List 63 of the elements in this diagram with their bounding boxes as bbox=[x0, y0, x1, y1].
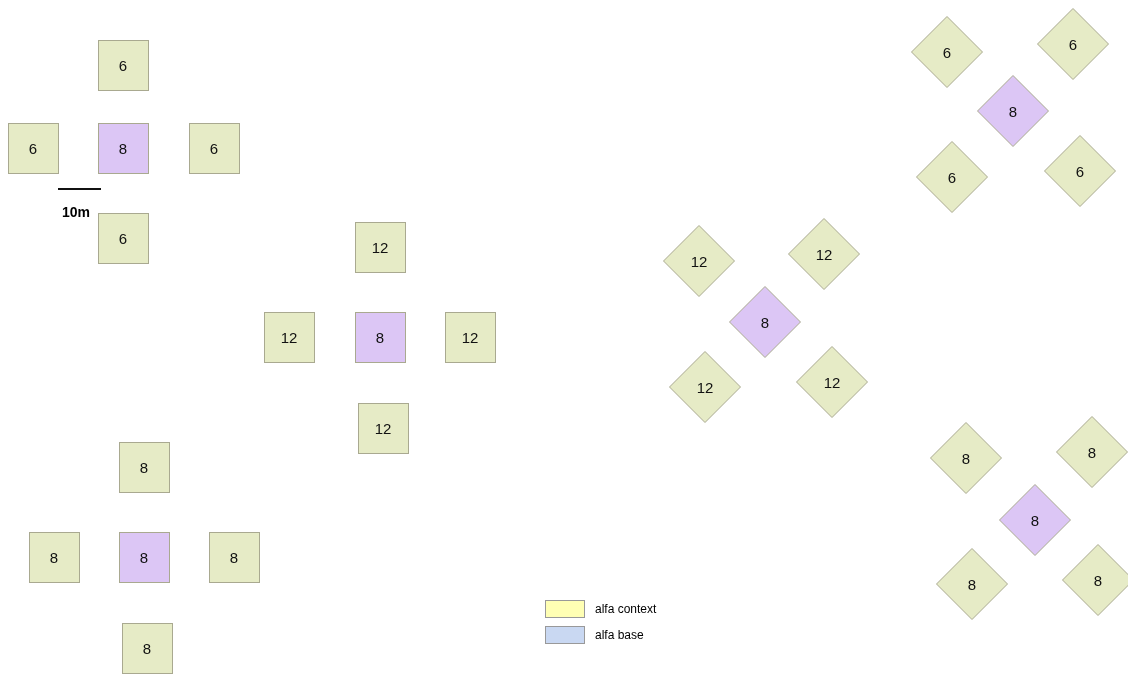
diamond-plot bbox=[911, 16, 983, 88]
plot-value: 8 bbox=[961, 449, 971, 467]
plot-value: 6 bbox=[118, 56, 128, 74]
diamond-plot bbox=[663, 225, 735, 297]
legend-label: alfa context bbox=[595, 602, 657, 616]
plot-value: 8 bbox=[967, 575, 977, 593]
plot-value: 12 bbox=[461, 328, 479, 346]
square-plot bbox=[97, 39, 149, 91]
plot-value: 6 bbox=[209, 139, 219, 157]
square-plot bbox=[121, 622, 173, 674]
plot-value: 8 bbox=[49, 548, 59, 566]
diamond-plot bbox=[788, 218, 860, 290]
square-plot bbox=[444, 311, 496, 363]
diamond-plot bbox=[977, 75, 1049, 147]
plot-value: 12 bbox=[690, 252, 708, 270]
plot-value: 12 bbox=[823, 373, 841, 391]
plot-value: 8 bbox=[118, 139, 128, 157]
plot-value: 8 bbox=[375, 328, 385, 346]
plot-value: 6 bbox=[28, 139, 38, 157]
diamond-plot bbox=[1037, 8, 1109, 80]
square-plot bbox=[357, 402, 409, 454]
plot-value: 8 bbox=[1030, 511, 1040, 529]
square-plot bbox=[28, 531, 80, 583]
plot-value: 12 bbox=[371, 238, 389, 256]
plot-value: 12 bbox=[374, 419, 392, 437]
diamond-plot bbox=[729, 286, 801, 358]
plot-value: 12 bbox=[696, 378, 714, 396]
diamond-plot bbox=[916, 141, 988, 213]
square-plot bbox=[7, 122, 59, 174]
square-plot bbox=[97, 122, 149, 174]
square-plot bbox=[354, 221, 406, 273]
square-plot bbox=[208, 531, 260, 583]
diamond-plot bbox=[999, 484, 1071, 556]
plot-value: 12 bbox=[815, 245, 833, 263]
plot-value: 8 bbox=[1087, 443, 1097, 461]
scale-label: 10m bbox=[62, 204, 91, 220]
plot-value: 8 bbox=[229, 548, 239, 566]
plot-value: 6 bbox=[942, 43, 952, 61]
diamond-plot bbox=[936, 548, 1008, 620]
square-plot bbox=[263, 311, 315, 363]
plot-value: 12 bbox=[280, 328, 298, 346]
diamond-plot bbox=[669, 351, 741, 423]
diamond-plot bbox=[1062, 544, 1128, 616]
square-plot bbox=[188, 122, 240, 174]
plot-value: 8 bbox=[142, 639, 152, 657]
plot-value: 6 bbox=[947, 168, 957, 186]
plot-value: 8 bbox=[1093, 571, 1103, 589]
plot-value: 6 bbox=[1068, 35, 1078, 53]
diamond-plot bbox=[1056, 416, 1128, 488]
diamond-plot bbox=[796, 346, 868, 418]
plot-value: 6 bbox=[118, 229, 128, 247]
diamond-plot bbox=[1044, 135, 1116, 207]
plot-value: 8 bbox=[760, 313, 770, 331]
square-plot bbox=[354, 311, 406, 363]
plot-value: 8 bbox=[139, 458, 149, 476]
square-plot bbox=[97, 212, 149, 264]
diamond-plot bbox=[930, 422, 1002, 494]
plot-value: 8 bbox=[1008, 102, 1018, 120]
square-plot bbox=[118, 441, 170, 493]
square-plot bbox=[118, 531, 170, 583]
legend-label: alfa base bbox=[595, 628, 644, 642]
plot-value: 6 bbox=[1075, 162, 1085, 180]
plot-value: 8 bbox=[139, 548, 149, 566]
